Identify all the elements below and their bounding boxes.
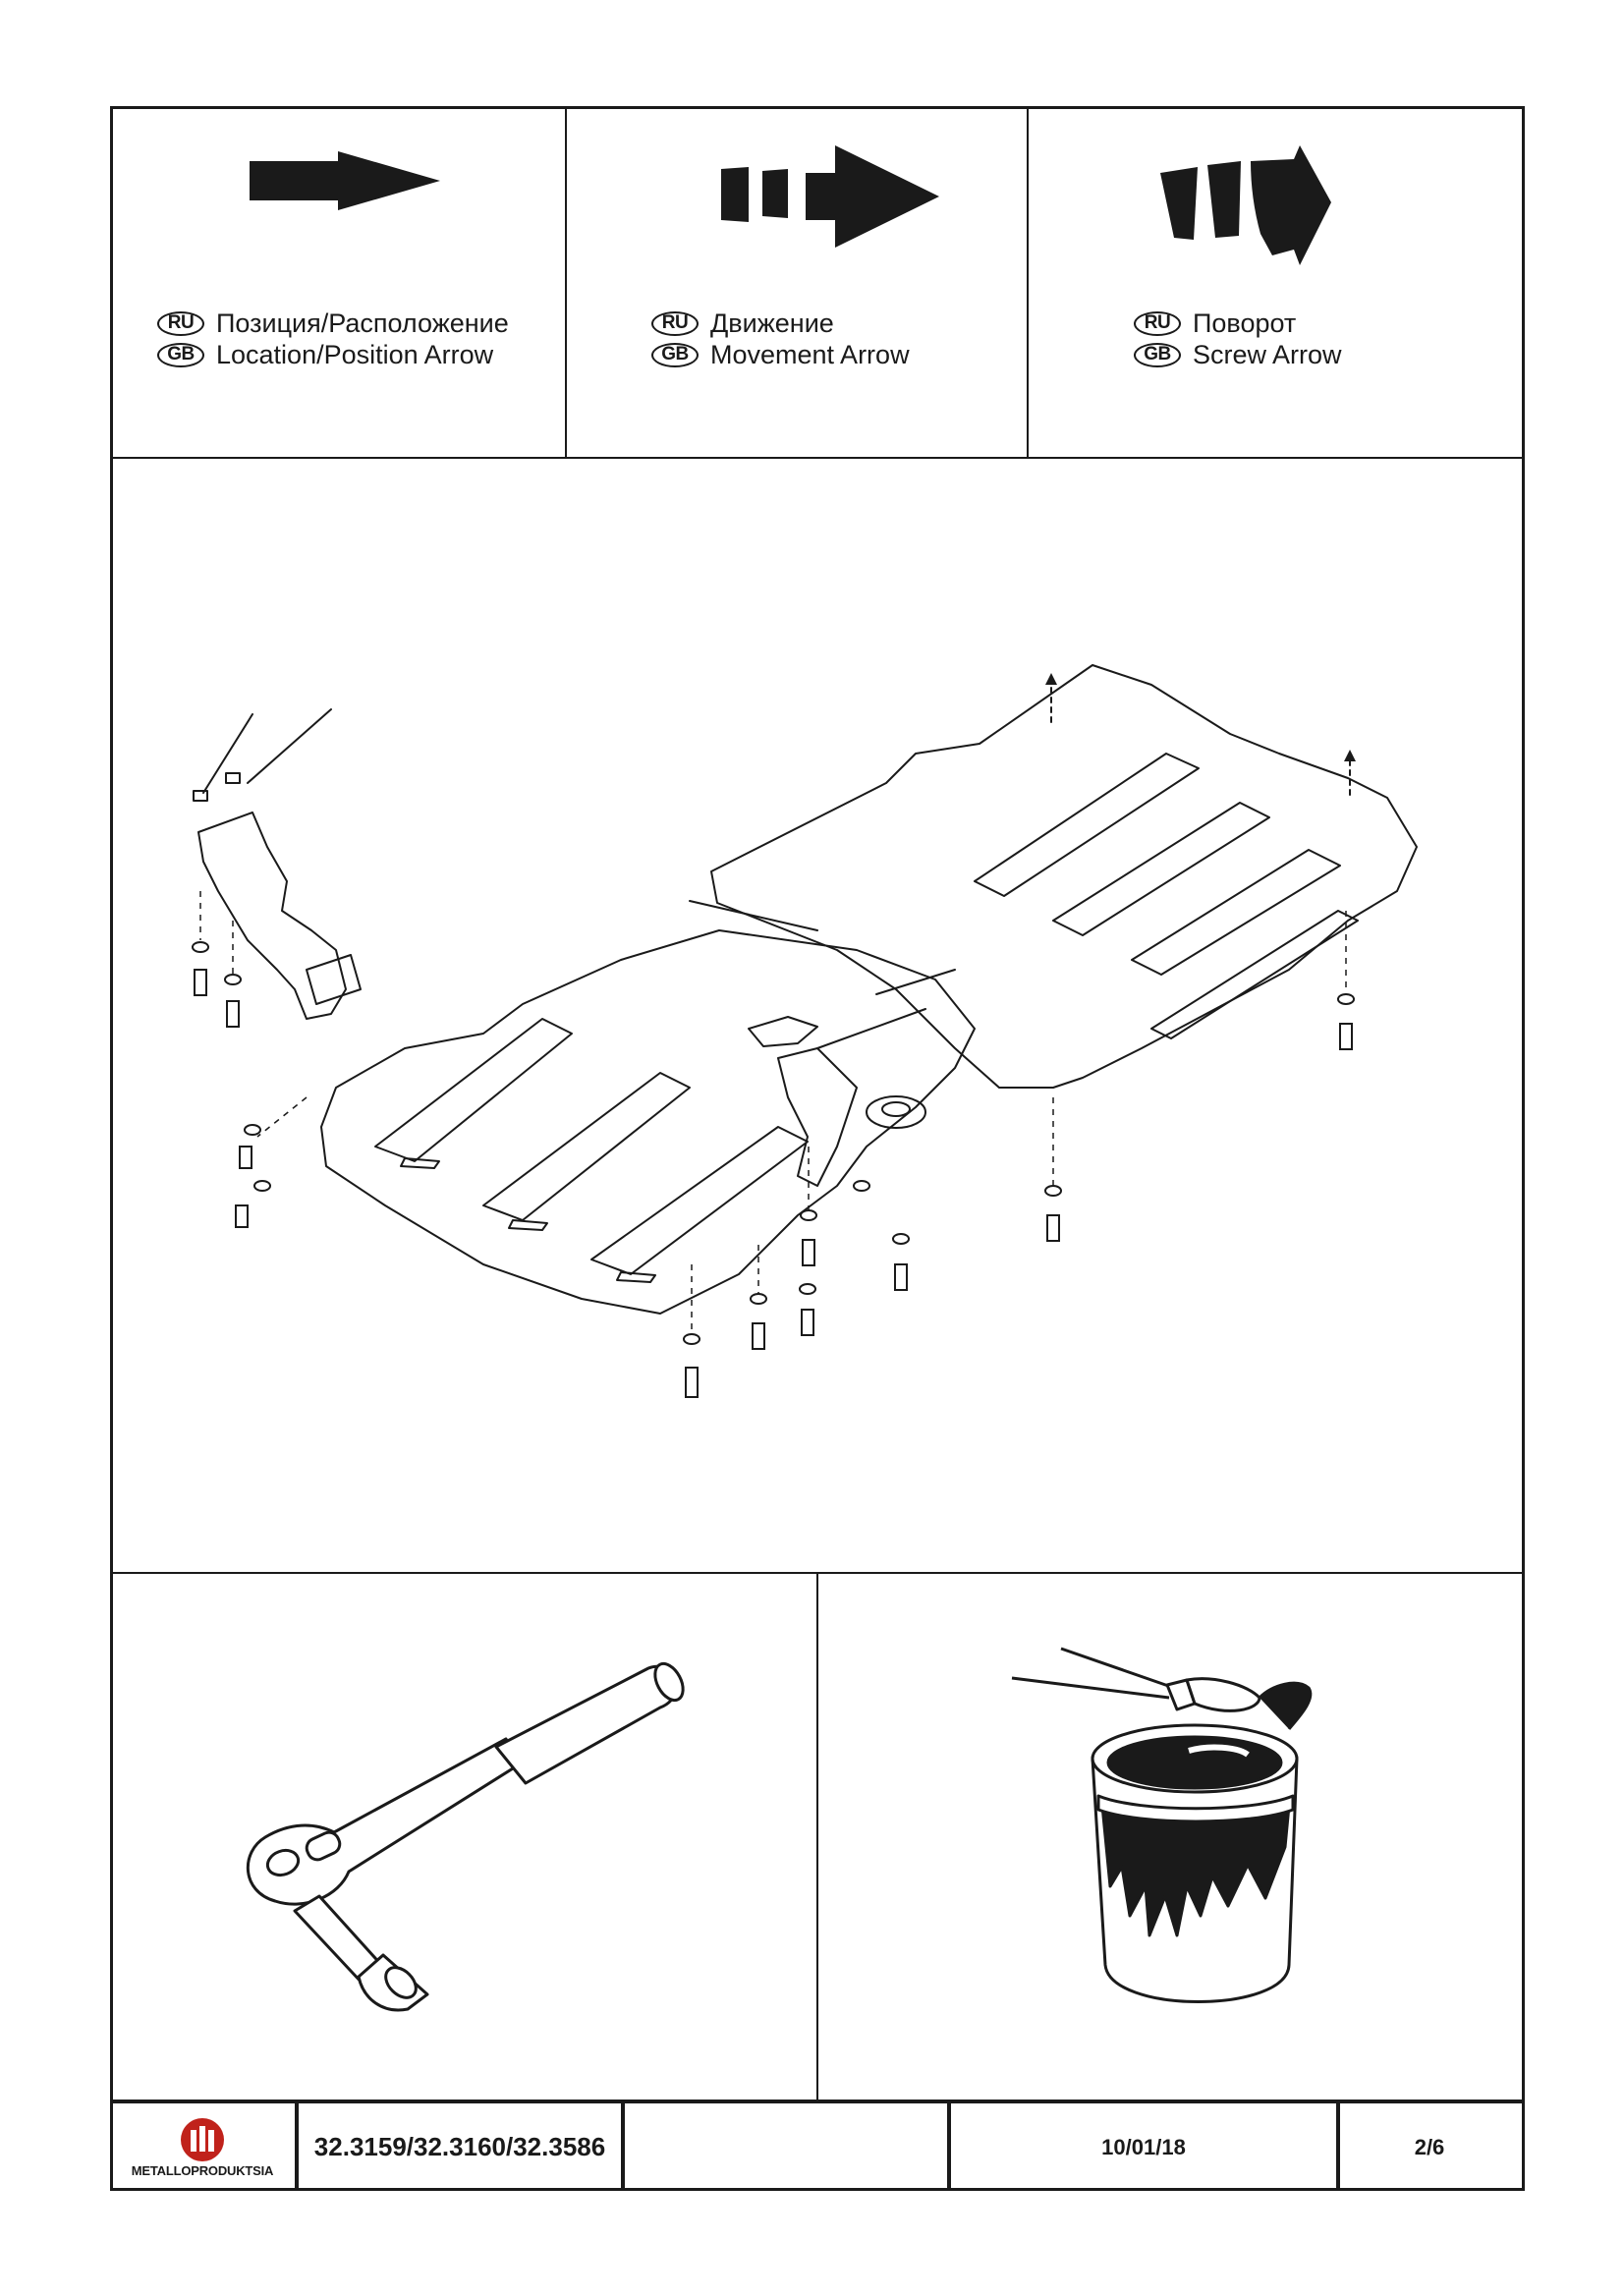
legend-screw-ru: Поворот xyxy=(1193,308,1297,338)
footer-sep-1 xyxy=(295,2103,299,2191)
brand-cell: METALLOPRODUKTSIA xyxy=(110,2103,295,2191)
legend-movement-gb: Movement Arrow xyxy=(710,340,910,369)
dashed-arrow-icon xyxy=(721,145,939,248)
brand-logo-icon xyxy=(181,2118,224,2161)
legend-location-gb: Location/Position Arrow xyxy=(216,340,494,369)
legend-screw: RU Поворот GB Screw Arrow xyxy=(1029,106,1525,457)
footer-sep-4 xyxy=(1336,2103,1340,2191)
title-block: METALLOPRODUKTSIA 32.3159/32.3160/32.358… xyxy=(110,2100,1525,2191)
gb-badge: GB xyxy=(651,342,699,367)
paint-brush-and-can-icon xyxy=(1011,1647,1313,2003)
legend-divider-2 xyxy=(1027,106,1029,457)
legend-movement-ru: Движение xyxy=(710,308,834,338)
legend-screw-gb: Screw Arrow xyxy=(1193,340,1342,369)
blank-cell xyxy=(625,2103,947,2191)
legend-location: RU Позиция/Расположение GB Location/Positi… xyxy=(110,106,565,457)
legend-location-labels: RU Позиция/Расположение GB Location/Positi… xyxy=(157,308,509,370)
page-number: 2/6 xyxy=(1414,2134,1445,2159)
footer-sep-2 xyxy=(621,2103,625,2191)
brand-name: METALLOPRODUKTSIA xyxy=(131,2163,274,2178)
legend-movement: RU Движение GB Movement Arrow xyxy=(567,106,1027,457)
tools-divider xyxy=(816,1572,818,2100)
legend-movement-labels: RU Движение GB Movement Arrow xyxy=(651,308,910,370)
ru-badge: RU xyxy=(1134,310,1181,336)
legend-screw-labels: RU Поворот GB Screw Arrow xyxy=(1134,308,1342,370)
legend-bottom-divider xyxy=(110,457,1525,459)
ratchet-wrench-icon xyxy=(246,1661,685,2012)
skid-plate-exploded-diagram xyxy=(192,664,1418,1398)
ru-badge: RU xyxy=(157,310,204,336)
ru-badge: RU xyxy=(651,310,699,336)
part-number: 32.3159/32.3160/32.3586 xyxy=(313,2132,606,2161)
gb-badge: GB xyxy=(1134,342,1181,367)
revision-date: 10/01/18 xyxy=(1101,2134,1186,2159)
footer-sep-3 xyxy=(947,2103,951,2191)
legend-divider-1 xyxy=(565,106,567,457)
solid-arrow-icon xyxy=(250,151,440,210)
page-frame xyxy=(110,106,1525,2191)
gb-badge: GB xyxy=(157,342,204,367)
curved-arrow-icon xyxy=(1160,145,1331,265)
legend-location-ru: Позиция/Расположение xyxy=(216,308,509,338)
